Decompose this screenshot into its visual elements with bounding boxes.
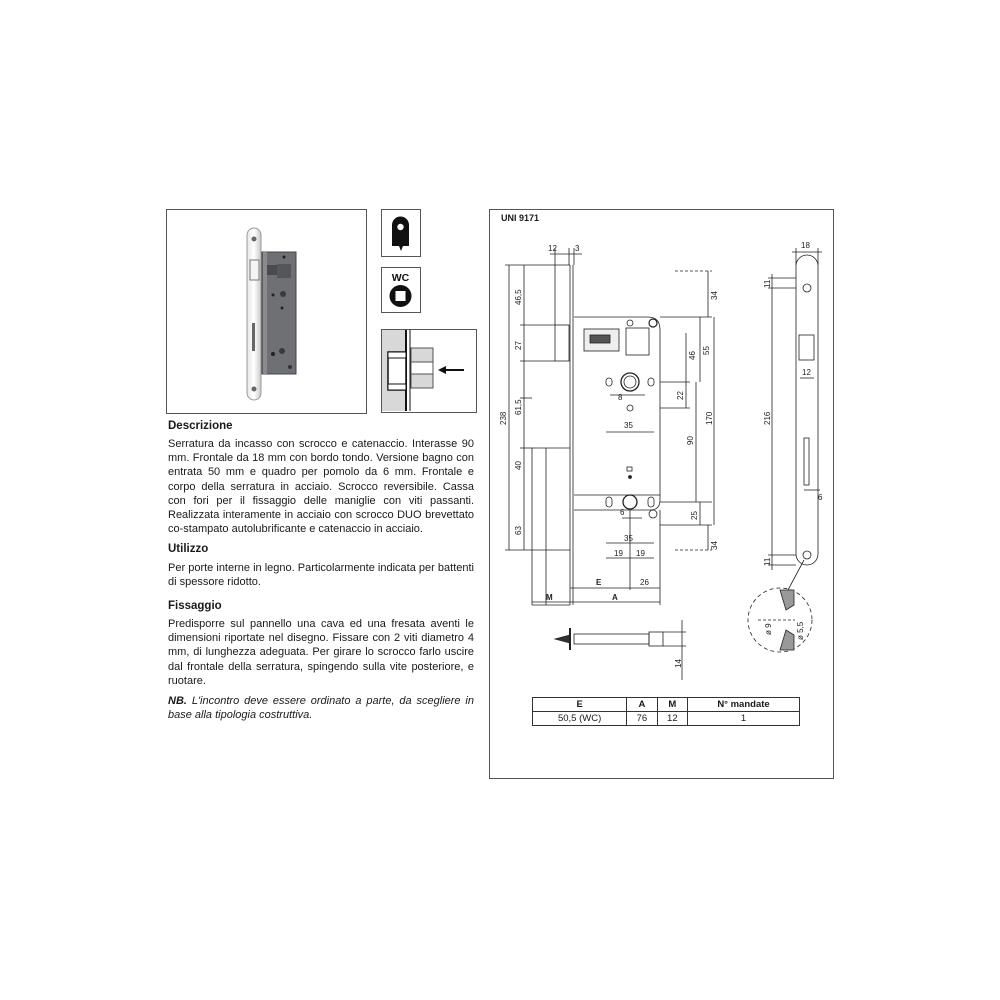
- key-profile-icon: [392, 216, 409, 251]
- svg-text:3: 3: [575, 244, 580, 253]
- table-cell: 50,5 (WC): [531, 711, 628, 726]
- spec-table: E A M N° mandate 50,5 (WC) 76 12 1: [531, 697, 800, 726]
- table-cell: 1: [687, 711, 800, 726]
- svg-text:8: 8: [618, 393, 623, 402]
- svg-text:25: 25: [690, 511, 699, 520]
- svg-text:26: 26: [640, 578, 649, 587]
- svg-text:35: 35: [624, 421, 633, 430]
- svg-text:A: A: [612, 593, 618, 602]
- wc-square-spindle-icon: WC: [389, 272, 412, 307]
- svg-text:61,5: 61,5: [514, 399, 523, 415]
- table-cell: 12: [656, 711, 689, 726]
- svg-text:27: 27: [514, 341, 523, 350]
- svg-text:63: 63: [514, 526, 523, 535]
- svg-text:18: 18: [801, 241, 810, 250]
- svg-text:ø 5,5: ø 5,5: [796, 621, 805, 640]
- col-header: E: [531, 697, 628, 712]
- dimension-labels: 12 3 46,5 27 61,5 40 63 238 34 46 55 22 …: [499, 241, 823, 668]
- svg-text:11: 11: [763, 557, 772, 566]
- svg-text:238: 238: [499, 411, 508, 425]
- svg-text:14: 14: [674, 659, 683, 668]
- note-body: L'incontro deve essere ordinato a parte,…: [168, 695, 474, 722]
- note-label: NB.: [168, 695, 187, 707]
- svg-text:19: 19: [614, 549, 623, 558]
- section-body-utilizzo: Per porte interne in legno. Particolarme…: [168, 562, 474, 589]
- reversible-latch-icon: [382, 330, 464, 411]
- reversible-latch-icon-box: [381, 329, 477, 413]
- col-header: A: [626, 697, 658, 712]
- technical-drawing: 12 3 46,5 27 61,5 40 63 238 34 46 55 22 …: [499, 241, 823, 680]
- svg-text:22: 22: [676, 391, 685, 400]
- svg-text:11: 11: [763, 279, 772, 288]
- table-row: 50,5 (WC) 76 12 1: [531, 711, 800, 726]
- product-photo-frame: [166, 209, 367, 414]
- svg-text:6: 6: [620, 508, 625, 517]
- col-header: N° mandate: [687, 697, 800, 712]
- svg-text:ø 9: ø 9: [764, 623, 773, 635]
- svg-text:19: 19: [636, 549, 645, 558]
- section-title-utilizzo: Utilizzo: [168, 543, 209, 555]
- svg-text:M: M: [546, 593, 553, 602]
- svg-text:216: 216: [763, 411, 772, 425]
- mortise-lock-photo: [246, 227, 297, 401]
- svg-text:55: 55: [702, 346, 711, 355]
- key-profile-icon-box: [381, 209, 421, 257]
- section-body-descrizione: Serratura da incasso con scrocco e caten…: [168, 438, 474, 536]
- section-body-fissaggio: Predisporre sul pannello una cava ed una…: [168, 618, 474, 687]
- wc-label: WC: [392, 272, 410, 284]
- svg-text:12: 12: [802, 368, 811, 377]
- svg-text:170: 170: [705, 411, 714, 425]
- svg-text:35: 35: [624, 534, 633, 543]
- table-cell: 76: [626, 711, 658, 726]
- section-title-descrizione: Descrizione: [168, 420, 233, 432]
- svg-text:E: E: [596, 578, 602, 587]
- svg-text:46: 46: [688, 351, 697, 360]
- wc-spindle-icon-box: WC: [381, 267, 421, 313]
- svg-text:46,5: 46,5: [514, 289, 523, 305]
- spec-table-header: E A M N° mandate: [531, 697, 800, 712]
- svg-text:34: 34: [710, 541, 719, 550]
- svg-text:6: 6: [818, 493, 823, 502]
- svg-text:34: 34: [710, 291, 719, 300]
- technical-drawing-panel: UNI 9171: [489, 209, 834, 779]
- svg-text:40: 40: [514, 461, 523, 470]
- svg-text:12: 12: [548, 244, 557, 253]
- section-note: NB. L'incontro deve essere ordinato a pa…: [168, 694, 474, 722]
- section-title-fissaggio: Fissaggio: [168, 600, 222, 612]
- col-header: M: [656, 697, 689, 712]
- standard-label: UNI 9171: [501, 213, 540, 223]
- svg-text:90: 90: [686, 436, 695, 445]
